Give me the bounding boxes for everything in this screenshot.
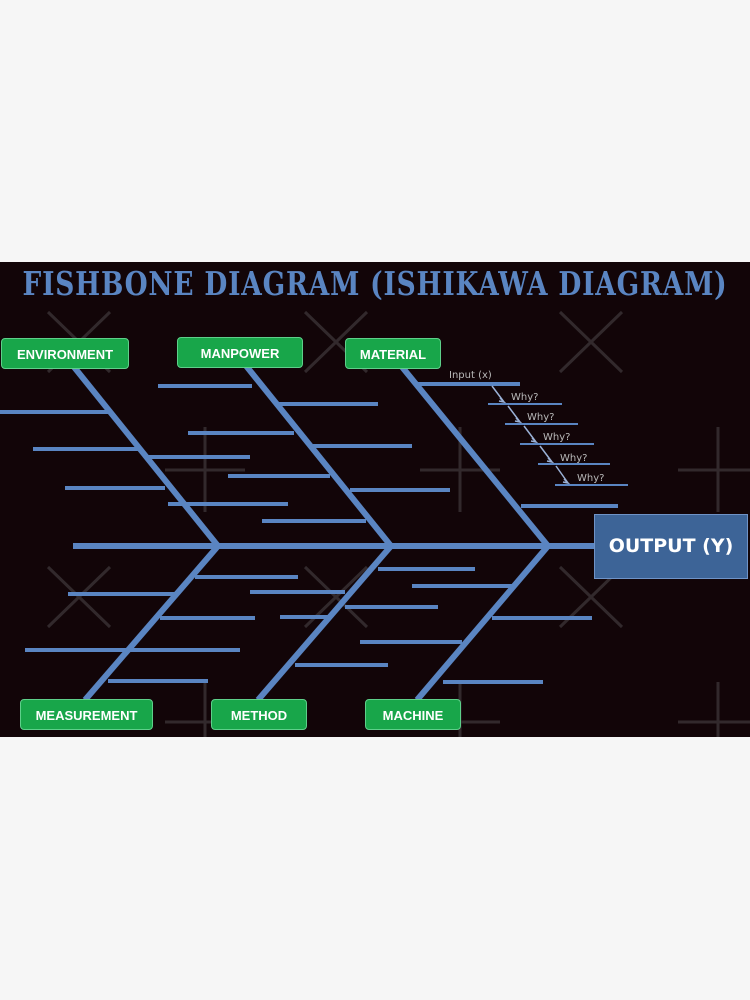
diagram-title: FISHBONE DIAGRAM (ISHIKAWA DIAGRAM) bbox=[23, 264, 728, 303]
bones bbox=[0, 360, 618, 702]
category-material[interactable]: MATERIAL bbox=[345, 338, 441, 369]
why-label: Why? bbox=[577, 473, 604, 484]
category-method[interactable]: METHOD bbox=[211, 699, 307, 730]
why-arrow bbox=[523, 425, 539, 444]
category-environment[interactable]: ENVIRONMENT bbox=[1, 338, 129, 369]
category-measurement[interactable]: MEASUREMENT bbox=[20, 699, 153, 730]
why-arrow bbox=[555, 465, 571, 485]
why-arrow bbox=[539, 445, 555, 464]
category-manpower[interactable]: MANPOWER bbox=[177, 337, 303, 368]
fishbone-poster: FISHBONE DIAGRAM (ISHIKAWA DIAGRAM) bbox=[0, 262, 750, 737]
why-arrow bbox=[507, 405, 523, 424]
category-machine[interactable]: MACHINE bbox=[365, 699, 461, 730]
why-label: Why? bbox=[560, 453, 587, 464]
why-label: Why? bbox=[527, 412, 554, 423]
bone-machine bbox=[414, 544, 551, 702]
fishbone-diagram: FISHBONE DIAGRAM (ISHIKAWA DIAGRAM) bbox=[0, 264, 750, 737]
output-box[interactable]: OUTPUT (Y) bbox=[594, 514, 748, 579]
bone-manpower bbox=[240, 360, 394, 548]
bone-method bbox=[255, 544, 394, 702]
why-label: Why? bbox=[543, 432, 570, 443]
why-input-label: Input (x) bbox=[449, 370, 492, 381]
why-label: Why? bbox=[511, 392, 538, 403]
why-chain: Input (x) Why? Why? Why? Why? Why? bbox=[449, 370, 628, 486]
bone-measurement bbox=[82, 544, 221, 702]
bone-environment bbox=[67, 360, 221, 548]
why-arrow bbox=[491, 385, 507, 404]
bone-material bbox=[395, 360, 551, 548]
